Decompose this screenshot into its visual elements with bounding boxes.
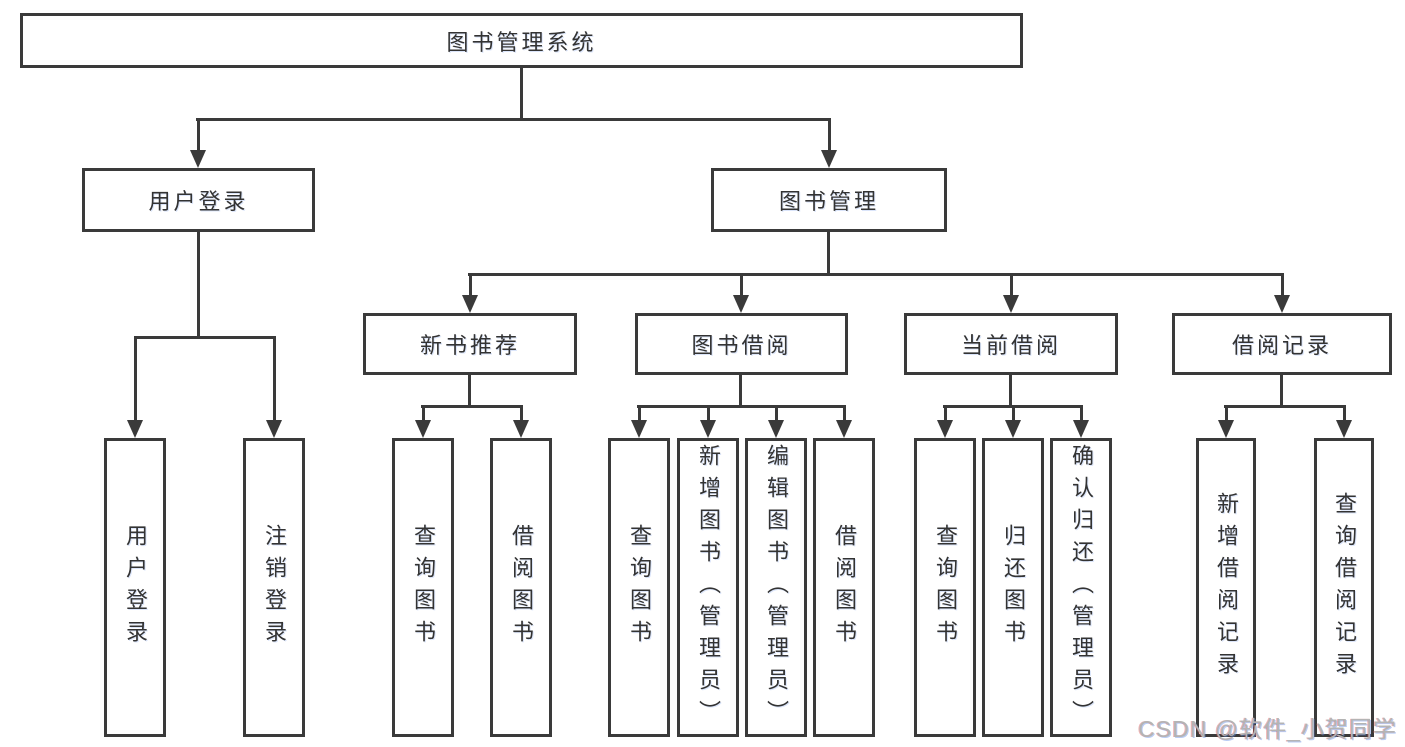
connector-line <box>468 374 471 405</box>
node-user-login: 用户登录 <box>82 168 315 232</box>
leaf-current-return-books: 归还图书 <box>982 438 1044 737</box>
leaf-records-add-record-label: 新增借阅记录 <box>1214 491 1239 684</box>
connector-line <box>1343 405 1346 422</box>
connector-line <box>1010 273 1013 297</box>
connector-line <box>273 336 276 422</box>
arrow-down-icon <box>415 420 431 438</box>
node-borrow-records-label: 借阅记录 <box>1231 333 1332 358</box>
leaf-current-query-books: 查询图书 <box>914 438 976 737</box>
connector-line <box>638 405 641 422</box>
connector-line <box>469 273 472 297</box>
connector-line <box>1225 405 1228 422</box>
leaf-borrow-borrow-books-label: 借阅图书 <box>832 523 857 652</box>
node-new-book-recommend-label: 新书推荐 <box>419 333 520 358</box>
connector-line <box>775 405 778 422</box>
node-book-management: 图书管理 <box>711 168 947 232</box>
arrow-down-icon <box>631 420 647 438</box>
arrow-down-icon <box>190 150 206 168</box>
connector-line <box>1280 374 1283 405</box>
watermark: CSDN @软件_小贺同学 <box>1138 716 1397 742</box>
leaf-records-query-record: 查询借阅记录 <box>1314 438 1374 737</box>
arrow-down-icon <box>1274 295 1290 313</box>
node-new-book-recommend: 新书推荐 <box>363 313 577 375</box>
connector-line <box>828 118 831 152</box>
leaf-current-query-books-label: 查询图书 <box>933 523 958 652</box>
connector-line <box>827 232 830 273</box>
leaf-borrow-edit-books-admin-label: 编辑图书（管理员） <box>764 443 789 732</box>
arrow-down-icon <box>1003 295 1019 313</box>
node-book-management-label: 图书管理 <box>778 189 879 214</box>
connector-line <box>739 374 742 405</box>
leaf-recommend-borrow-books: 借阅图书 <box>490 438 552 737</box>
leaf-logout: 注销登录 <box>243 438 305 737</box>
node-root: 图书管理系统 <box>20 13 1023 68</box>
arrow-down-icon <box>462 295 478 313</box>
connector-line <box>1009 374 1012 405</box>
node-root-label: 图书管理系统 <box>446 29 597 55</box>
arrow-down-icon <box>1218 420 1234 438</box>
leaf-records-add-record: 新增借阅记录 <box>1196 438 1256 737</box>
leaf-borrow-borrow-books: 借阅图书 <box>813 438 875 737</box>
node-book-borrow-label: 图书借阅 <box>691 333 792 358</box>
leaf-borrow-add-books-admin-label: 新增图书（管理员） <box>696 443 721 732</box>
connector-line <box>197 232 200 336</box>
leaf-borrow-query-books: 查询图书 <box>608 438 670 737</box>
leaf-borrow-query-books-label: 查询图书 <box>627 523 652 652</box>
node-current-borrow-label: 当前借阅 <box>960 333 1061 358</box>
leaf-logout-label: 注销登录 <box>262 523 287 652</box>
connector-line <box>1224 405 1346 408</box>
arrow-down-icon <box>1073 420 1089 438</box>
leaf-records-query-record-label: 查询借阅记录 <box>1332 491 1357 684</box>
connector-line <box>422 405 425 422</box>
leaf-current-confirm-return-admin-label: 确认归还（管理员） <box>1069 443 1094 732</box>
arrow-down-icon <box>266 420 282 438</box>
connector-line <box>196 118 831 121</box>
connector-line <box>944 405 947 422</box>
leaf-user-login: 用户登录 <box>104 438 166 737</box>
connector-line <box>843 405 846 422</box>
arrow-down-icon <box>513 420 529 438</box>
connector-line <box>707 405 710 422</box>
connector-line <box>520 405 523 422</box>
node-borrow-records: 借阅记录 <box>1172 313 1392 375</box>
connector-line <box>468 273 1284 276</box>
arrow-down-icon <box>1336 420 1352 438</box>
connector-line <box>1281 273 1284 297</box>
node-book-borrow: 图书借阅 <box>635 313 848 375</box>
arrow-down-icon <box>768 420 784 438</box>
arrow-down-icon <box>1005 420 1021 438</box>
arrow-down-icon <box>937 420 953 438</box>
connector-line <box>740 273 743 297</box>
arrow-down-icon <box>700 420 716 438</box>
connector-line <box>134 336 276 339</box>
leaf-borrow-edit-books-admin: 编辑图书（管理员） <box>745 438 807 737</box>
connector-line <box>520 68 523 118</box>
leaf-recommend-query-books: 查询图书 <box>392 438 454 737</box>
leaf-current-return-books-label: 归还图书 <box>1001 523 1026 652</box>
leaf-current-confirm-return-admin: 确认归还（管理员） <box>1050 438 1112 737</box>
connector-line <box>637 405 846 408</box>
arrow-down-icon <box>733 295 749 313</box>
connector-line <box>1012 405 1015 422</box>
leaf-borrow-add-books-admin: 新增图书（管理员） <box>677 438 739 737</box>
connector-line <box>134 336 137 422</box>
connector-line <box>421 405 523 408</box>
arrow-down-icon <box>836 420 852 438</box>
node-current-borrow: 当前借阅 <box>904 313 1118 375</box>
leaf-user-login-label: 用户登录 <box>123 523 148 652</box>
arrow-down-icon <box>821 150 837 168</box>
node-user-login-label: 用户登录 <box>148 189 249 214</box>
connector-line <box>1080 405 1083 422</box>
arrow-down-icon <box>127 420 143 438</box>
connector-line <box>197 118 200 152</box>
leaf-recommend-query-books-label: 查询图书 <box>411 523 436 652</box>
leaf-recommend-borrow-books-label: 借阅图书 <box>509 523 534 652</box>
